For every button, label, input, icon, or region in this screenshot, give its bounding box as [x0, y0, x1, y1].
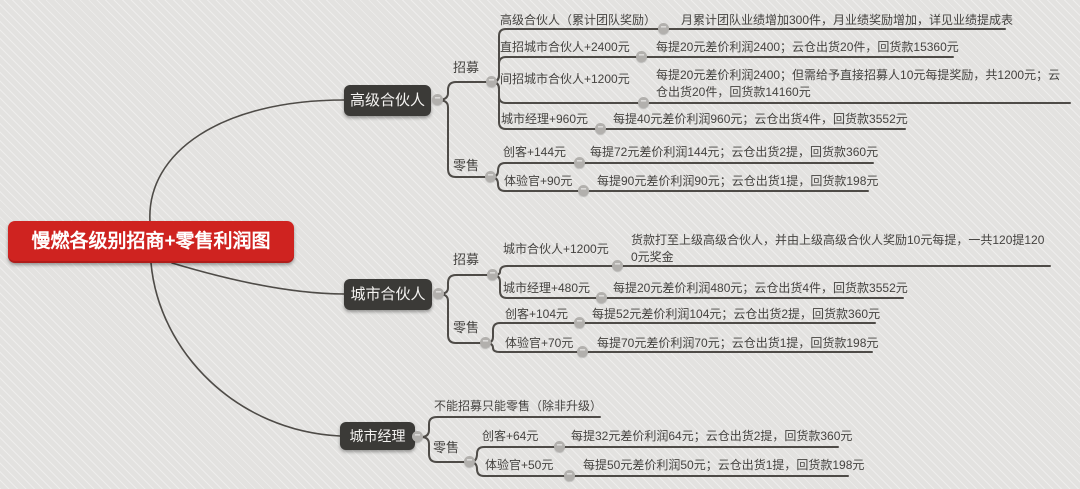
branch-topic-senior-partner[interactable]: 高级合伙人 — [344, 85, 431, 116]
detail-topic[interactable]: 每提32元差价利润64元；云仓出货2提，回货款360元 — [571, 429, 853, 443]
detail-topic[interactable]: 每提72元差价利润144元；云仓出货2提，回货款360元 — [590, 145, 879, 159]
detail-topic[interactable]: 月累计团队业绩增加300件，月业绩奖励增加，详见业绩提成表 — [681, 13, 1014, 27]
detail-topic[interactable]: 每提70元差价利润70元；云仓出货1提，回货款198元 — [597, 336, 879, 350]
child-topic[interactable]: 体验官+90元 — [504, 174, 573, 188]
connector-b3-retail — [420, 436, 468, 463]
collapse-icon[interactable]: − — [574, 157, 585, 168]
group-label-b2-recruit[interactable]: 招募 — [453, 252, 480, 267]
child-topic[interactable]: 体验官+70元 — [505, 336, 574, 350]
detail-topic[interactable]: 每提40元差价利润960元；云仓出货4件，回货款3552元 — [613, 112, 908, 126]
collapse-icon[interactable]: − — [577, 346, 588, 357]
collapse-icon[interactable]: − — [638, 97, 649, 108]
child-topic[interactable]: 体验官+50元 — [485, 458, 554, 472]
group-label-b2-retail[interactable]: 零售 — [453, 320, 480, 335]
connector-root-citymanager — [150, 262, 341, 437]
child-topic[interactable]: 间招城市合伙人+1200元 — [500, 72, 630, 86]
detail-topic[interactable]: 货款打至上级高级合伙人，并由上级高级合伙人奖励10元每提，一共120提1200元… — [631, 233, 1045, 264]
detail-topic[interactable]: 每提20元差价利润2400；云仓出货20件，回货款15360元 — [656, 40, 959, 54]
collapse-icon[interactable]: − — [658, 23, 669, 34]
child-topic[interactable]: 创客+64元 — [482, 429, 539, 443]
connector-b2-recruit — [438, 274, 491, 295]
child-topic[interactable]: 城市经理+960元 — [501, 112, 589, 126]
connector-root-senior — [149, 99, 345, 223]
detail-topic[interactable]: 每提50元差价利润50元；云仓出货1提，回货款198元 — [583, 458, 865, 472]
collapse-icon[interactable]: − — [486, 76, 497, 87]
child-topic[interactable]: 创客+144元 — [503, 145, 567, 159]
root-topic[interactable]: 慢燃各级别招商+零售利润图 — [8, 221, 294, 263]
branch-topic-city-manager[interactable]: 城市经理 — [340, 422, 415, 450]
collapse-icon[interactable]: − — [554, 441, 565, 452]
collapse-icon[interactable]: − — [464, 456, 475, 467]
collapse-icon[interactable]: − — [487, 269, 498, 280]
collapse-icon[interactable]: − — [578, 185, 589, 196]
collapse-icon[interactable]: − — [596, 292, 607, 303]
child-topic[interactable]: 城市合伙人+1200元 — [503, 242, 609, 256]
detail-topic[interactable]: 每提20元差价利润2400；但需给予直接招募人10元每提奖励，共1200元；云仓… — [656, 68, 1061, 99]
collapse-icon[interactable]: − — [433, 288, 444, 299]
collapse-icon[interactable]: − — [485, 171, 496, 182]
detail-topic[interactable]: 每提90元差价利润90元；云仓出货1提，回货款198元 — [597, 174, 879, 188]
connector-b3-note — [420, 416, 601, 438]
collapse-icon[interactable]: − — [595, 123, 606, 134]
connector-root-citypartner — [171, 262, 345, 295]
child-topic[interactable]: 高级合伙人（累计团队奖励） — [500, 13, 657, 27]
child-topic[interactable]: 直招城市合伙人+2400元 — [500, 40, 630, 54]
collapse-icon[interactable]: − — [612, 260, 623, 271]
connector-b2-row1 — [492, 265, 1051, 276]
connector-b1-recruit — [437, 81, 490, 101]
child-topic[interactable]: 创客+104元 — [505, 307, 569, 321]
collapse-icon[interactable]: − — [636, 51, 647, 62]
group-label-b3-retail[interactable]: 零售 — [433, 440, 460, 455]
group-label-b1-retail[interactable]: 零售 — [453, 158, 480, 173]
connector-b2-retail — [438, 293, 484, 344]
collapse-icon[interactable]: − — [574, 317, 585, 328]
detail-topic[interactable]: 每提20元差价利润480元；云仓出货4件，回货款3552元 — [613, 281, 908, 295]
group-label-b1-recruit[interactable]: 招募 — [453, 60, 480, 75]
connector-b1-retail — [437, 99, 489, 178]
note-topic[interactable]: 不能招募只能零售（除非升级） — [434, 399, 603, 413]
branch-topic-city-partner[interactable]: 城市合伙人 — [344, 279, 432, 310]
detail-topic[interactable]: 每提52元差价利润104元；云仓出货2提，回货款360元 — [592, 307, 881, 321]
child-topic[interactable]: 城市经理+480元 — [503, 281, 591, 295]
collapse-icon[interactable]: − — [564, 470, 575, 481]
collapse-icon[interactable]: − — [480, 337, 491, 348]
collapse-icon[interactable]: − — [432, 94, 443, 105]
collapse-icon[interactable]: − — [412, 431, 423, 442]
